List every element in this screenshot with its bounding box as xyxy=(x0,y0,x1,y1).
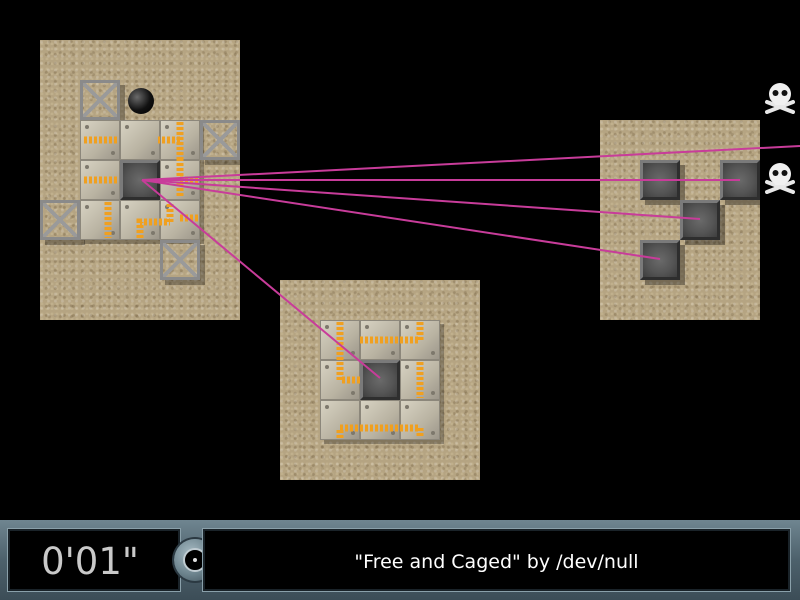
metal-tile xyxy=(160,200,200,240)
metal-tile xyxy=(120,120,160,160)
cage-tile[interactable] xyxy=(40,200,80,240)
metal-tile xyxy=(320,360,360,400)
marble[interactable] xyxy=(128,88,154,114)
skull-and-crossbones-icon xyxy=(765,83,795,114)
timer-display: 0'01" xyxy=(8,529,180,591)
timer-text: 0'01" xyxy=(41,540,139,583)
stone-block[interactable] xyxy=(640,160,680,200)
cage-tile[interactable] xyxy=(160,240,200,280)
metal-tile xyxy=(80,160,120,200)
metal-tile xyxy=(360,400,400,440)
metal-tile xyxy=(360,320,400,360)
metal-tile xyxy=(80,120,120,160)
stone-block[interactable] xyxy=(360,360,400,400)
stone-block[interactable] xyxy=(720,160,760,200)
level-panel-zoom[interactable] xyxy=(280,280,480,480)
level-panel-main[interactable] xyxy=(40,40,240,320)
cage-tile[interactable] xyxy=(200,120,240,160)
game-board[interactable] xyxy=(0,0,800,520)
level-title-display: "Free and Caged" by /dev/null xyxy=(203,529,790,591)
stone-block[interactable] xyxy=(640,240,680,280)
level-title-text: "Free and Caged" by /dev/null xyxy=(354,551,639,573)
metal-tile xyxy=(320,400,360,440)
metal-tile xyxy=(400,400,440,440)
cage-tile[interactable] xyxy=(80,80,120,120)
skull-and-crossbones-icon xyxy=(765,163,795,194)
metal-tile xyxy=(400,320,440,360)
knob-dot xyxy=(193,558,197,562)
metal-tile xyxy=(120,200,160,240)
metal-tile xyxy=(400,360,440,400)
metal-tile xyxy=(320,320,360,360)
metal-tile xyxy=(160,120,200,160)
metal-tile xyxy=(80,200,120,240)
metal-tile xyxy=(160,160,200,200)
stone-block[interactable] xyxy=(120,160,160,200)
level-panel-stones[interactable] xyxy=(600,120,760,320)
stone-block[interactable] xyxy=(680,200,720,240)
